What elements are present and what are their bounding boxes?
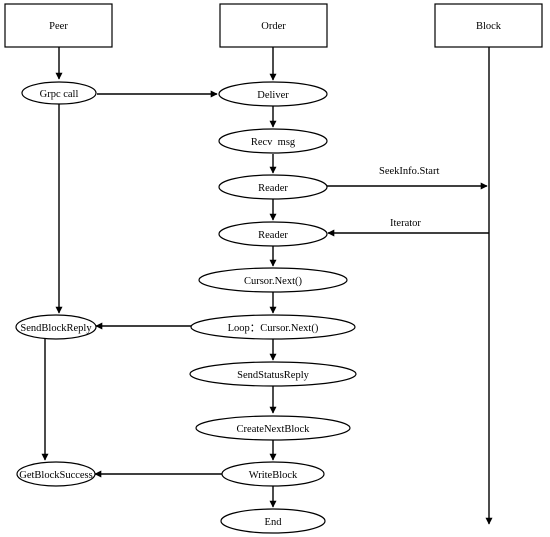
node-get-block-success-label: GetBlockSuccess: [19, 470, 93, 481]
node-cursor-next-label: Cursor.Next(): [244, 276, 303, 287]
lane-block-box: [434, 3, 543, 48]
node-write-block-label: WriteBlock: [249, 470, 298, 481]
lane-peer-box: [4, 3, 113, 48]
node-loop-cursor-next-label: Loop：Cursor.Next(): [228, 323, 319, 334]
connectors: [41, 47, 493, 525]
node-deliver-label: Deliver: [257, 90, 289, 101]
lane-order: Order: [219, 3, 328, 48]
lane-peer-label: Peer: [49, 21, 68, 32]
node-loop-cursor-next: Loop：Cursor.Next(): [190, 314, 356, 340]
node-send-status-reply: SendStatusReply: [189, 361, 357, 387]
lane-order-box: [219, 3, 328, 48]
node-recv-msg: Recv msg: [218, 128, 328, 154]
node-end: End: [220, 508, 326, 534]
node-deliver: Deliver: [218, 81, 328, 107]
lane-order-label: Order: [261, 21, 286, 32]
lane-peer: Peer: [4, 3, 113, 48]
node-end-label: End: [265, 517, 283, 528]
node-recv-msg-label: Recv msg: [251, 137, 296, 148]
edge-label-seekinfo-start: SeekInfo.Start: [379, 166, 439, 177]
node-send-block-reply: SendBlockReply: [15, 314, 97, 340]
node-reader-1-label: Reader: [258, 183, 288, 194]
node-cursor-next: Cursor.Next(): [198, 267, 348, 293]
node-grpc-call-label: Grpc call: [40, 89, 79, 100]
edge-label-iterator: Iterator: [390, 218, 421, 229]
lane-block: Block: [434, 3, 543, 48]
node-reader-1: Reader: [218, 174, 328, 200]
lane-block-label: Block: [476, 21, 502, 32]
node-send-block-reply-label: SendBlockReply: [20, 323, 92, 334]
node-grpc-call: Grpc call: [21, 81, 97, 105]
node-send-status-reply-label: SendStatusReply: [237, 370, 310, 381]
node-reader-2-label: Reader: [258, 230, 288, 241]
node-create-next-block-label: CreateNextBlock: [237, 424, 311, 435]
node-write-block: WriteBlock: [221, 461, 325, 487]
node-reader-2: Reader: [218, 221, 328, 247]
node-get-block-success: GetBlockSuccess: [16, 461, 96, 487]
node-create-next-block: CreateNextBlock: [195, 415, 351, 441]
